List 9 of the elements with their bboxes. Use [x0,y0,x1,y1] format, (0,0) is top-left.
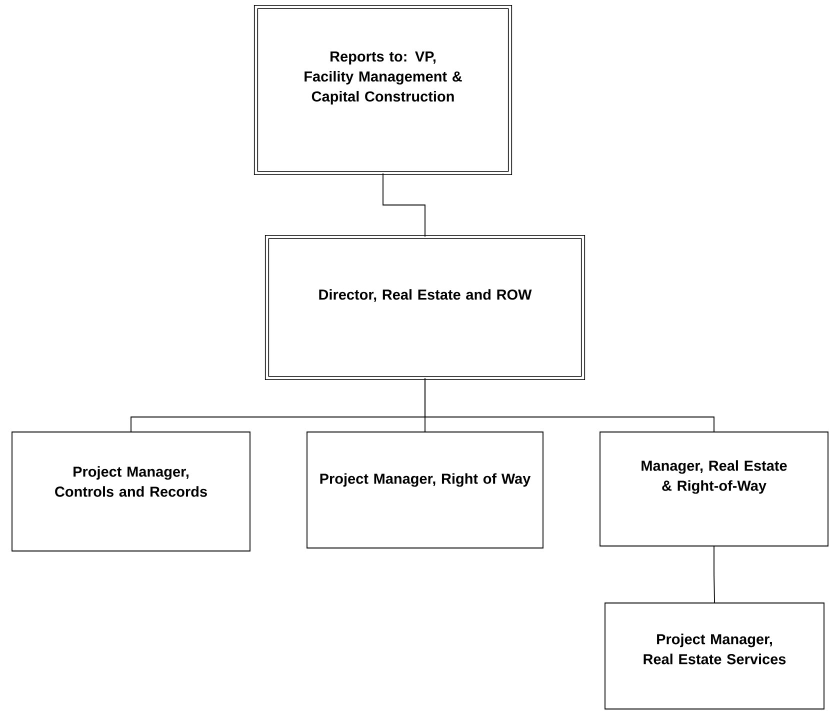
org-box: Project Manager, Real Estate Services [604,602,824,710]
connector-line [382,172,426,238]
org-box: Project Manager, Right of Way [306,432,544,548]
org-box: Manager, Real Estate & Right-of-Way [600,432,828,546]
org-box: Reports to: VP, Facility Management & Capital Construction [254,4,512,176]
org-box: Project Manager, Controls and Records [12,432,250,552]
org-box: Director, Real Estate and ROW [264,234,586,380]
connector-line [714,546,715,603]
connector-line [424,378,714,432]
